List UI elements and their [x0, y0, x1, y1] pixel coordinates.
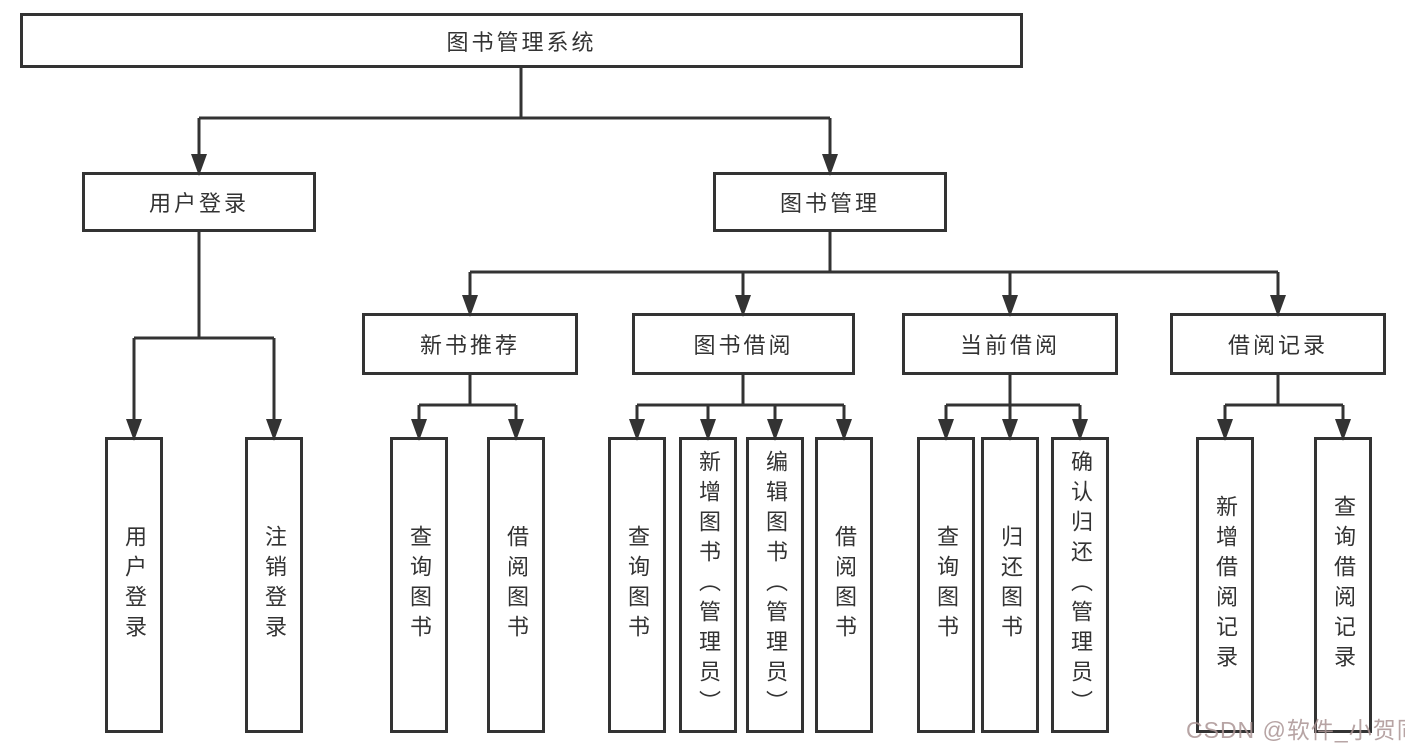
leaf-logout: 注销登录	[245, 437, 303, 733]
node-user-login-label: 用户登录	[148, 191, 249, 216]
node-book-borrow: 图书借阅	[632, 313, 855, 375]
node-book-borrow-label: 图书借阅	[693, 333, 794, 358]
leaf-logout-label: 注销登录	[262, 525, 287, 645]
leaf-current-query-books: 查询图书	[917, 437, 975, 733]
node-new-book-recommend-label: 新书推荐	[419, 333, 520, 358]
node-current-borrow-label: 当前借阅	[959, 333, 1060, 358]
leaf-newbook-borrow-books-label: 借阅图书	[504, 525, 529, 645]
leaf-records-add-record: 新增借阅记录	[1196, 437, 1254, 733]
leaf-newbook-borrow-books: 借阅图书	[487, 437, 545, 733]
node-borrow-records: 借阅记录	[1170, 313, 1386, 375]
leaf-current-return-book-label: 归还图书	[998, 525, 1023, 645]
leaf-current-query-books-label: 查询图书	[934, 525, 959, 645]
leaf-borrow-edit-book-admin-label: 编辑图书（管理员）	[763, 450, 788, 720]
leaf-borrow-query-books-label: 查询图书	[625, 525, 650, 645]
leaf-current-confirm-return-admin: 确认归还（管理员）	[1051, 437, 1109, 733]
leaf-newbook-query-books-label: 查询图书	[407, 525, 432, 645]
csdn-watermark: CSDN @软件_小贺同学	[1186, 717, 1405, 743]
leaf-borrow-add-book-admin: 新增图书（管理员）	[679, 437, 737, 733]
leaf-borrow-add-book-admin-label: 新增图书（管理员）	[696, 450, 721, 720]
node-book-management: 图书管理	[713, 172, 947, 232]
leaf-borrow-query-books: 查询图书	[608, 437, 666, 733]
node-current-borrow: 当前借阅	[902, 313, 1118, 375]
node-user-login: 用户登录	[82, 172, 316, 232]
leaf-borrow-borrow-books-label: 借阅图书	[832, 525, 857, 645]
node-root-system: 图书管理系统	[20, 13, 1023, 68]
leaf-current-confirm-return-admin-label: 确认归还（管理员）	[1068, 450, 1093, 720]
node-book-management-label: 图书管理	[779, 191, 880, 216]
leaf-records-query-record: 查询借阅记录	[1314, 437, 1372, 733]
leaf-newbook-query-books: 查询图书	[390, 437, 448, 733]
node-new-book-recommend: 新书推荐	[362, 313, 578, 375]
node-root-label: 图书管理系统	[446, 29, 597, 55]
leaf-user-login: 用户登录	[105, 437, 163, 733]
leaf-current-return-book: 归还图书	[981, 437, 1039, 733]
leaf-records-query-record-label: 查询借阅记录	[1331, 495, 1356, 675]
leaf-borrow-borrow-books: 借阅图书	[815, 437, 873, 733]
leaf-user-login-label: 用户登录	[122, 525, 147, 645]
node-borrow-records-label: 借阅记录	[1227, 333, 1328, 358]
leaf-borrow-edit-book-admin: 编辑图书（管理员）	[746, 437, 804, 733]
leaf-records-add-record-label: 新增借阅记录	[1213, 495, 1238, 675]
